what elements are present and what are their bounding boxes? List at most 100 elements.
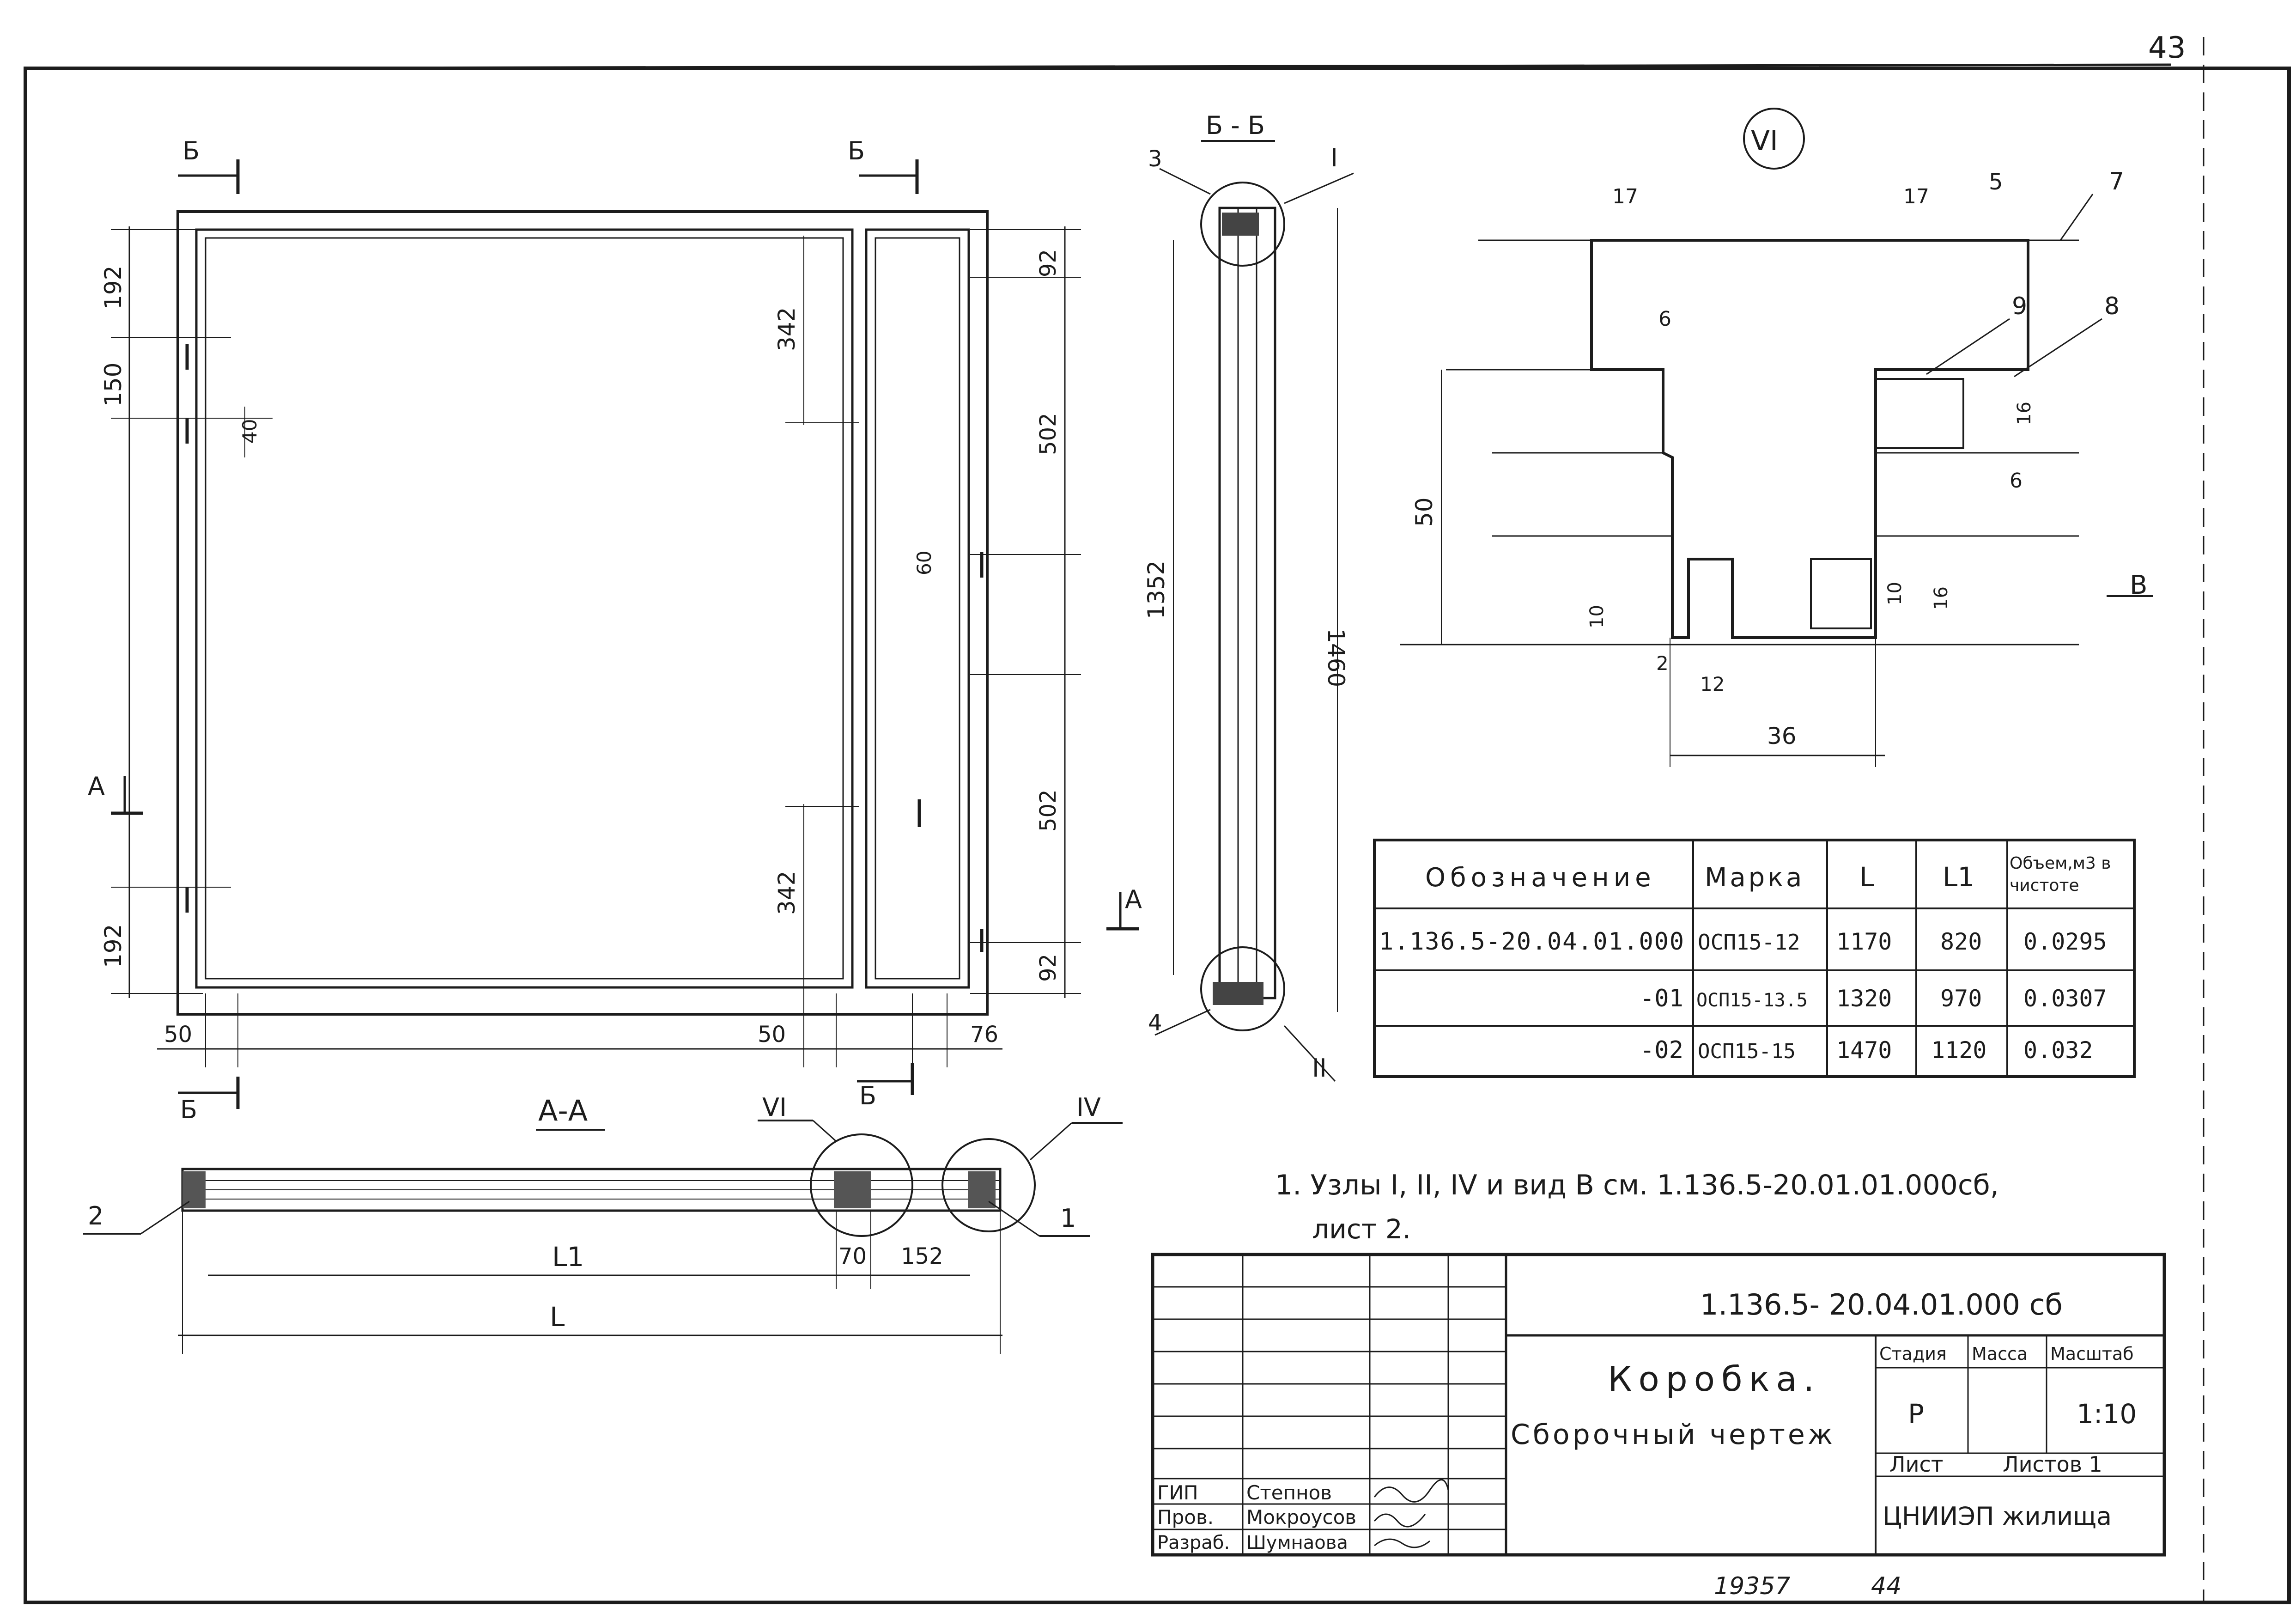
lock-block bbox=[1810, 558, 1872, 629]
dim-342-bottom: 342 bbox=[773, 871, 800, 915]
hatch-block bbox=[1213, 982, 1263, 1005]
section-bb: Б - Б 1352 1460 3 I 4 II А bbox=[1106, 111, 1354, 1083]
node-label-iv: IV bbox=[1076, 1093, 1101, 1122]
leader bbox=[1154, 1009, 1211, 1036]
table-cell: 1120 bbox=[1931, 1037, 1986, 1064]
scale-header: Масштаб bbox=[2050, 1344, 2134, 1364]
dim-1352: 1352 bbox=[1143, 560, 1170, 619]
frame-inner-left-2 bbox=[205, 237, 844, 980]
node-circle-vi bbox=[810, 1133, 913, 1237]
leader bbox=[1030, 1122, 1072, 1161]
callout-2: 2 bbox=[88, 1201, 103, 1230]
dim-1460: 1460 bbox=[1323, 628, 1349, 687]
dim-192-bottom: 192 bbox=[100, 924, 127, 968]
title-block-border bbox=[1151, 1253, 2166, 1557]
leader bbox=[1926, 318, 2010, 375]
node-circle-top bbox=[1200, 182, 1285, 267]
front-view: 192 150 40 192 50 50 76 342 342 92 502 6… bbox=[88, 136, 1081, 1124]
seal-block bbox=[1875, 378, 1964, 449]
table-cell: 1170 bbox=[1836, 928, 1892, 955]
node-vi-marker-label: VI bbox=[1751, 125, 1778, 157]
section-bb-title: Б - Б bbox=[1206, 111, 1265, 140]
leader bbox=[140, 1200, 190, 1235]
frame-inner-right-2 bbox=[875, 237, 960, 980]
table-cell: 0.032 bbox=[2023, 1037, 2093, 1064]
title-block-subtitle: Сборочный чертеж bbox=[1511, 1419, 1835, 1451]
leader bbox=[1283, 1025, 1336, 1082]
table-cell: 1.136.5-20.04.01.000 bbox=[1379, 928, 1684, 956]
dim-76: 76 bbox=[970, 1022, 998, 1048]
signature bbox=[1374, 1538, 1430, 1548]
frame-outline bbox=[176, 210, 989, 1016]
org-name: ЦНИИЭП жилища bbox=[1883, 1502, 2112, 1531]
dim-50-detail: 50 bbox=[1411, 497, 1438, 527]
dim-152: 152 bbox=[901, 1243, 943, 1269]
leader bbox=[812, 1120, 837, 1142]
dim-502-bottom: 502 bbox=[1035, 789, 1061, 832]
spec-table-border bbox=[1373, 839, 2136, 1078]
sheets-label: Листов 1 bbox=[2003, 1452, 2102, 1477]
table-header-L: L bbox=[1859, 861, 1874, 893]
profile-hatched bbox=[1590, 239, 2029, 639]
dim-16-top: 16 bbox=[2014, 402, 2035, 425]
stage-value: Р bbox=[1908, 1398, 1924, 1430]
signature bbox=[1373, 1479, 1449, 1503]
node-vi-marker bbox=[1743, 108, 1805, 170]
dim-502-top: 502 bbox=[1035, 413, 1061, 455]
outer-frame bbox=[24, 67, 2291, 1604]
frame-inner-left bbox=[195, 228, 854, 989]
top-border bbox=[25, 63, 2172, 70]
hatch-block bbox=[182, 1171, 206, 1208]
dim-92-bottom: 92 bbox=[1035, 954, 1061, 982]
callout-7: 7 bbox=[2109, 168, 2124, 195]
table-header-volume: Объем,м3 в чистоте bbox=[2010, 854, 2111, 895]
dim-36: 36 bbox=[1767, 723, 1797, 749]
title-block-code: 1.136.5- 20.04.01.000 сб bbox=[1700, 1288, 2063, 1322]
mass-header: Масса bbox=[1972, 1344, 2028, 1364]
spec-table: Обозначение Марка L L1 Объем,м3 в чистот… bbox=[1373, 839, 2136, 1078]
section-profile bbox=[1218, 207, 1276, 999]
table-cell: ОСП15-13.5 bbox=[1696, 990, 1808, 1011]
section-mark-a-left: А bbox=[88, 772, 105, 801]
dim-17-left: 17 bbox=[1612, 185, 1638, 208]
title-block-title: Коробка. bbox=[1608, 1359, 1821, 1399]
person-name: Степнов bbox=[1246, 1481, 1332, 1504]
node-circle-bottom bbox=[1200, 946, 1285, 1031]
title-block: 1.136.5- 20.04.01.000 сб Коробка. Сбороч… bbox=[1151, 1253, 2166, 1557]
table-cell: 1470 bbox=[1836, 1037, 1892, 1064]
callout-8: 8 bbox=[2104, 292, 2120, 320]
dim-10-left: 10 bbox=[1586, 605, 1608, 628]
dim-342-top: 342 bbox=[773, 307, 800, 351]
table-header-volume-box: Объем,м3 в чистоте bbox=[2010, 854, 2111, 895]
callout-9: 9 bbox=[2012, 292, 2027, 320]
table-cell: -02 bbox=[1640, 1036, 1683, 1064]
table-cell: 0.0307 bbox=[2023, 985, 2107, 1012]
table-cell: 970 bbox=[1940, 985, 1982, 1012]
section-mark-b-bottom-left: Б bbox=[180, 1095, 197, 1124]
dim-6-right: 6 bbox=[2010, 469, 2023, 493]
leader bbox=[2059, 194, 2094, 241]
section-aa-title: А-А bbox=[538, 1094, 588, 1127]
leader bbox=[2014, 318, 2102, 378]
callout-1: 1 bbox=[1060, 1204, 1076, 1233]
dim-2: 2 bbox=[1656, 652, 1669, 675]
dim-150: 150 bbox=[100, 363, 127, 407]
section-mark-b-bottom-right: Б bbox=[859, 1081, 876, 1110]
table-header-L1: L1 bbox=[1943, 861, 1974, 893]
bottom-number-right: 44 bbox=[1871, 1572, 1901, 1600]
note-line-1: 1. Узлы I, II, IV и вид В см. 1.136.5-20… bbox=[1275, 1169, 1999, 1201]
hatch-block bbox=[1222, 213, 1259, 236]
node-vi-detail: VI 17 17 5 7 9 8 6 6 50 10 10 16 16 2 12… bbox=[1400, 108, 2153, 767]
dim-12: 12 bbox=[1700, 673, 1725, 695]
frame-inner-right bbox=[865, 228, 970, 989]
node-circle-iv bbox=[941, 1138, 1036, 1232]
role-label: ГИП bbox=[1157, 1481, 1198, 1504]
section-mark-a-right: А bbox=[1125, 885, 1142, 914]
person-name: Шумнаова bbox=[1246, 1532, 1348, 1553]
table-cell: ОСП15-15 bbox=[1698, 1040, 1796, 1063]
dim-192-top: 192 bbox=[100, 266, 127, 310]
section-mark-b-top-right: Б bbox=[848, 136, 865, 165]
person-name: Мокроусов bbox=[1246, 1506, 1356, 1529]
dim-70: 70 bbox=[838, 1243, 867, 1269]
